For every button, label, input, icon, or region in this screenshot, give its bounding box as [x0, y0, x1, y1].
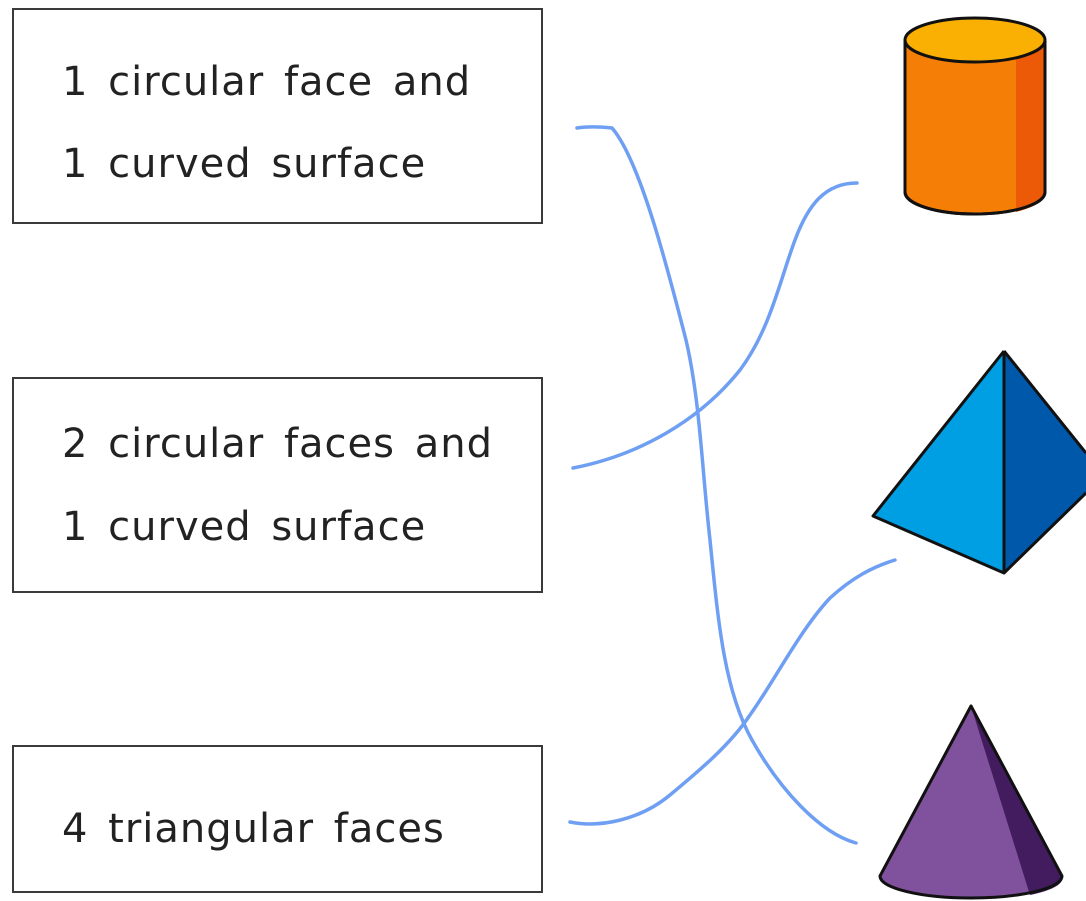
cylinder-shape[interactable]	[903, 16, 1047, 216]
label-2-line-2: 1 curved surface	[62, 504, 427, 550]
pyramid-shape[interactable]	[871, 350, 1086, 575]
cylinder-top	[903, 16, 1047, 64]
cone-shape[interactable]	[878, 704, 1064, 900]
match-line-circular-faces-to-cylinder[interactable]	[571, 181, 859, 470]
label-box-1[interactable]: 1 circular face and 1 curved surface	[12, 8, 543, 224]
match-line-triangular-faces-to-pyramid[interactable]	[568, 558, 897, 826]
matching-lines	[568, 125, 897, 845]
pyramid-edge-right	[1002, 350, 1086, 454]
label-3-line-1: 4 triangular faces	[62, 806, 445, 852]
cone-outline	[878, 704, 1064, 900]
pyramid-outline	[871, 350, 1086, 575]
pyramid-side-face	[1004, 351, 1086, 573]
label-1-line-1: 1 circular face and	[62, 59, 472, 105]
cylinder-outline	[903, 40, 1047, 216]
match-line-circular-face-to-cone[interactable]	[575, 125, 858, 845]
cone-side-face	[971, 706, 1063, 895]
cylinder-shade	[1016, 46, 1044, 212]
label-1-line-2: 1 curved surface	[62, 141, 427, 187]
label-box-2[interactable]: 2 circular faces and 1 curved surface	[12, 377, 543, 593]
label-2-line-1: 2 circular faces and	[62, 421, 493, 467]
pyramid-front-face	[873, 351, 1004, 573]
label-box-3[interactable]: 4 triangular faces	[12, 745, 543, 893]
